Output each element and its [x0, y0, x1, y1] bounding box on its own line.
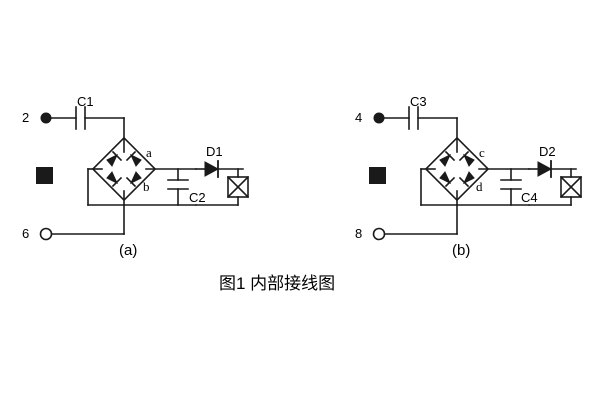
circuit-a-group — [36, 106, 250, 241]
c2-label: C2 — [189, 190, 206, 205]
d1-label: D1 — [206, 144, 223, 159]
node-a-label: a — [146, 145, 152, 160]
bridge-b-diode-bl — [439, 171, 456, 188]
marker-square-a — [36, 167, 53, 184]
bridge-a-diode-br — [125, 171, 142, 188]
subcaption-a: (a) — [119, 242, 138, 259]
c3-label: C3 — [410, 94, 427, 109]
node-b-label: b — [143, 179, 150, 194]
bridge-a-diode-tr — [125, 150, 142, 167]
terminal-4-dot — [373, 112, 385, 124]
bridge-a-outline — [91, 136, 157, 202]
terminal-8-label: 8 — [355, 226, 363, 241]
bridge-b-diode-br — [458, 171, 475, 188]
bridge-b-diode-tr — [458, 150, 475, 167]
bridge-a-diode-tl — [106, 150, 123, 167]
load-b-lamp — [559, 175, 583, 199]
terminal-4-label: 4 — [355, 110, 363, 125]
terminal-2-label: 2 — [22, 110, 30, 125]
terminal-6-label: 6 — [22, 226, 30, 241]
c4-label: C4 — [521, 190, 538, 205]
figure-caption: 图1 内部接线图 — [219, 274, 336, 293]
d2-triangle — [537, 161, 553, 177]
terminal-2-dot — [40, 112, 52, 124]
node-c-label: c — [479, 145, 485, 160]
terminal-6-circle — [39, 227, 53, 241]
d1-triangle — [204, 161, 220, 177]
load-a-lamp — [226, 175, 250, 199]
circuit-b-group — [369, 106, 583, 241]
bridge-a-diode-bl — [106, 171, 123, 188]
terminal-8-circle — [372, 227, 386, 241]
bridge-b-diode-tl — [439, 150, 456, 167]
c1-label: C1 — [77, 94, 94, 109]
bridge-b-outline — [424, 136, 490, 202]
subcaption-b: (b) — [452, 242, 471, 259]
node-d-label: d — [476, 179, 483, 194]
marker-square-b — [369, 167, 386, 184]
d2-label: D2 — [539, 144, 556, 159]
